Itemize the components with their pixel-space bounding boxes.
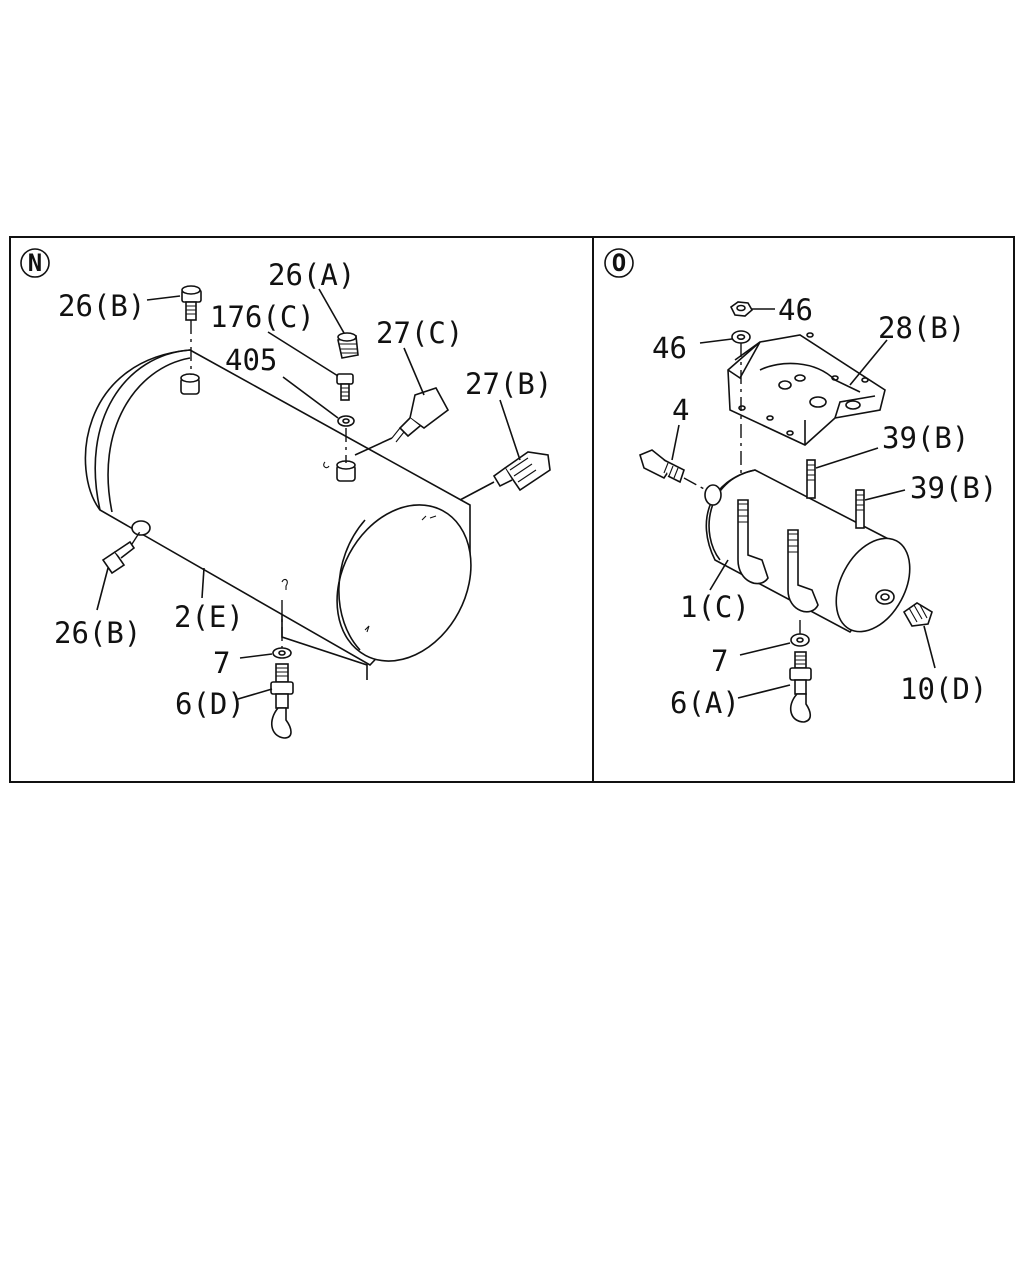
callout-26a: 26(A)	[268, 258, 355, 292]
callout-46-washer: 46	[652, 331, 687, 365]
bracket-28b	[727, 332, 886, 446]
bolt-176c	[336, 373, 354, 401]
leader-28b	[849, 339, 888, 386]
leader-26b-top	[146, 295, 181, 301]
leader-7-n	[239, 653, 273, 659]
leader-27c	[403, 347, 425, 396]
leader-39b-lower	[864, 489, 906, 501]
washer-7-o	[790, 633, 810, 647]
washer-7-n	[272, 647, 292, 659]
panel-o: O	[604, 248, 997, 723]
leader-7-o	[739, 642, 791, 656]
tank-drain-bracket	[281, 615, 368, 680]
leader-26b-side	[96, 567, 109, 611]
nut-46-top	[729, 301, 754, 317]
plug-26b-side	[101, 540, 136, 575]
view-label-n: N	[28, 249, 42, 277]
connector-27b	[492, 451, 551, 492]
callout-1c: 1(C)	[680, 590, 750, 624]
leader-axis-27b	[459, 481, 495, 501]
view-marker-n: N	[20, 248, 50, 278]
drain-cock-6d	[270, 663, 294, 739]
leader-axis-4	[683, 477, 707, 491]
leader-6a	[737, 684, 791, 699]
tank-boss-side	[131, 520, 151, 536]
leader-4	[671, 424, 680, 461]
leader-axis-27c	[354, 437, 393, 456]
callout-10d: 10(D)	[900, 672, 987, 706]
callout-27c: 27(C)	[376, 316, 463, 350]
u-bolt-front	[737, 499, 769, 585]
washer-405	[337, 415, 355, 427]
plug-10d	[902, 602, 933, 627]
callout-4: 4	[672, 393, 689, 427]
callout-28b: 28(B)	[878, 311, 965, 345]
leader-176c	[267, 331, 339, 377]
leader-axis-26b-side	[131, 529, 142, 545]
stud-39b-upper	[806, 459, 816, 499]
air-tank-small	[704, 469, 911, 634]
callout-2e: 2(E)	[174, 600, 244, 634]
leader-10d	[923, 625, 936, 669]
washer-46	[731, 330, 751, 344]
callout-7-n: 7	[213, 646, 230, 680]
callout-39b-upper: 39(B)	[882, 421, 969, 455]
leader-6d	[237, 688, 273, 700]
plug-26a	[337, 332, 359, 359]
air-tank-large	[84, 349, 472, 667]
u-bolt-rear	[787, 529, 819, 613]
callout-176c: 176(C)	[210, 300, 315, 334]
callout-7-o: 7	[711, 644, 728, 678]
leader-1c	[709, 559, 729, 591]
leader-46-washer	[699, 338, 733, 344]
leader-405	[282, 376, 339, 419]
view-marker-o: O	[604, 248, 634, 278]
callout-26b-side: 26(B)	[54, 616, 141, 650]
callout-39b-lower: 39(B)	[910, 471, 997, 505]
callout-46-top: 46	[778, 293, 813, 327]
view-label-o: O	[612, 249, 626, 277]
callout-6d: 6(D)	[175, 687, 245, 721]
leader-39b-upper	[815, 447, 879, 469]
stud-39b-lower	[855, 489, 865, 529]
callout-27b: 27(B)	[465, 367, 552, 401]
leader-26a	[318, 288, 345, 334]
tank-boss-top	[180, 373, 200, 395]
leader-27b	[499, 399, 521, 461]
leader-2e	[201, 567, 205, 599]
callout-6a: 6(A)	[670, 686, 740, 720]
panel-n: N	[20, 248, 552, 739]
pressure-switch-4	[639, 449, 685, 484]
plug-26b-top	[181, 285, 202, 321]
drain-cock-6a	[789, 651, 812, 723]
diagram-frame	[9, 236, 1015, 783]
elbow-27c	[391, 387, 450, 443]
callout-405: 405	[225, 343, 277, 377]
callout-26b-top: 26(B)	[58, 289, 145, 323]
tank-boss-center	[336, 460, 356, 482]
